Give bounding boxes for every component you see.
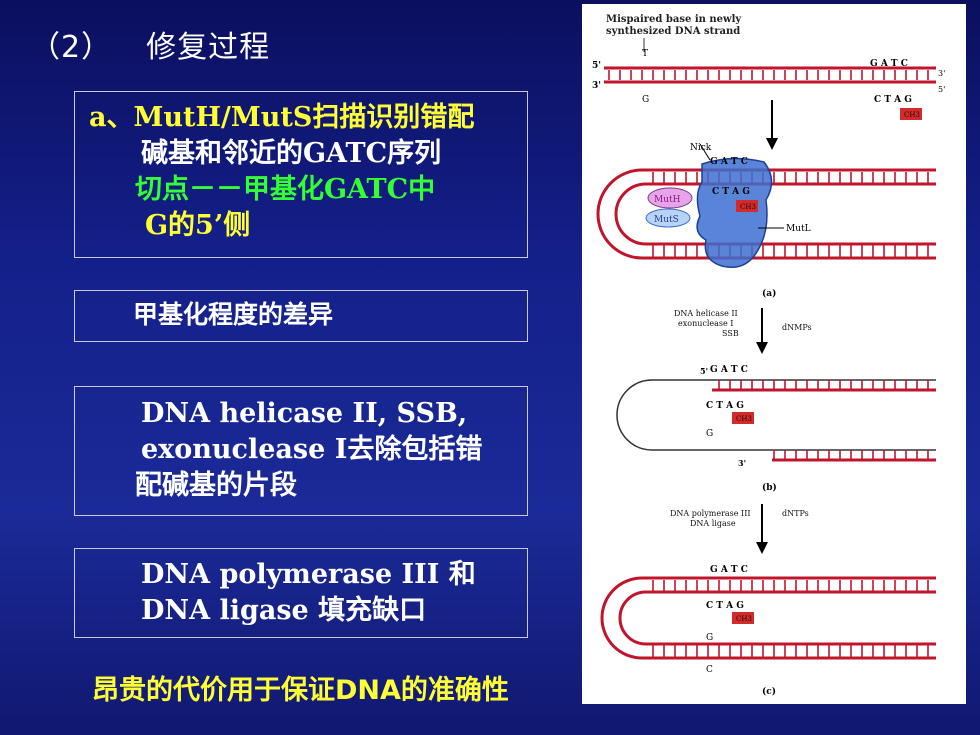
helicase-2: exonuclease I xyxy=(678,319,733,328)
methylation-box: 甲基化程度的差异 xyxy=(74,290,528,342)
ctag-b: C T A G xyxy=(706,401,744,411)
box1-line2: 碱基和邻近的GATC序列 xyxy=(141,138,442,169)
ch3-tag-2 xyxy=(736,200,758,212)
base-pairs xyxy=(606,70,936,80)
fig-header-2: synthesized DNA strand xyxy=(606,26,740,37)
pol-1: DNA polymerase III xyxy=(670,509,751,518)
arrow-1-head xyxy=(766,138,778,150)
ctag-top: C T A G xyxy=(874,95,912,105)
arrow-2-head xyxy=(756,342,768,354)
loop-c-outer xyxy=(600,576,936,660)
box4-line2: DNA ligase 填充缺口 xyxy=(141,595,427,626)
title-text: 修复过程 xyxy=(146,30,271,65)
loop-inner xyxy=(614,182,936,246)
ch3-label-1: CH3 xyxy=(904,111,920,119)
dnmps-label: dNMPs xyxy=(782,323,812,332)
mutH-label: MutH xyxy=(654,195,681,205)
bottom-note: 昂贵的代价用于保证DNA的准确性 xyxy=(92,675,509,706)
panel-c: G A T C C T A G CH3 G C (c) xyxy=(600,565,936,697)
gatc-c: G A T C xyxy=(710,565,748,575)
loop-c-inner xyxy=(618,590,936,646)
pairs-b-bottom xyxy=(772,450,936,460)
base-g-c: G xyxy=(706,633,713,643)
mutH-shape xyxy=(647,187,693,209)
ch3-tag-3 xyxy=(732,412,754,424)
mutH-mutS-box: a、MutH/MutS扫描识别错配 碱基和邻近的GATC序列 切点－－甲基化GA… xyxy=(74,91,528,258)
mutS-label: MutS xyxy=(654,215,679,225)
ch3-tag-4 xyxy=(732,612,754,624)
nick-pointer xyxy=(699,143,711,161)
ch3-tag-1 xyxy=(900,108,922,120)
mutL-complex xyxy=(696,157,773,268)
pol-2: DNA ligase xyxy=(690,519,736,528)
mutS-shape xyxy=(645,208,691,228)
mismatch-repair-figure: Mispaired base in newly synthesized DNA … xyxy=(582,4,966,704)
five-prime-right: 5' xyxy=(938,85,945,94)
three-prime-right: 3' xyxy=(938,69,945,78)
base-g-b: G xyxy=(706,429,713,439)
base-t: T xyxy=(642,49,648,59)
title-number: （2） xyxy=(30,30,113,65)
ch3-label-3: CH3 xyxy=(736,415,752,423)
box3-line2: exonuclease I去除包括错 xyxy=(141,434,483,465)
loop-pairs-top xyxy=(652,172,936,184)
helicase-box: DNA helicase II, SSB, exonuclease I去除包括错… xyxy=(74,386,528,516)
label-b: (b) xyxy=(762,482,777,493)
box1-line1: a、MutH/MutS扫描识别错配 xyxy=(89,102,475,133)
fig-header-1: Mispaired base in newly xyxy=(606,14,742,25)
box1-line4: G的5’侧 xyxy=(145,210,251,241)
repair-diagram: Mispaired base in newly synthesized DNA … xyxy=(592,14,945,697)
box2-text: 甲基化程度的差异 xyxy=(133,300,334,329)
ctag-c: C T A G xyxy=(706,601,744,611)
ch3-label-2: CH3 xyxy=(740,203,756,211)
mutL-label: MutL xyxy=(786,224,811,234)
nick-label: Nick xyxy=(690,143,712,153)
polymerase-box: DNA polymerase III 和 DNA ligase 填充缺口 xyxy=(74,548,528,638)
label-a: (a) xyxy=(762,288,776,299)
helicase-3: SSB xyxy=(722,329,739,338)
loop-b-outer xyxy=(616,379,936,451)
box3-line1: DNA helicase II, SSB, xyxy=(141,398,468,429)
three-prime-b: 3' xyxy=(738,458,746,468)
box4-line1: DNA polymerase III 和 xyxy=(141,559,476,590)
pairs-c-bottom xyxy=(652,645,936,657)
three-prime-top: 3' xyxy=(592,81,601,91)
pairs-c-top xyxy=(652,580,936,592)
slide-title: （2） 修复过程 xyxy=(30,22,270,66)
gatc-top: G A T C xyxy=(870,59,908,69)
helicase-1: DNA helicase II xyxy=(674,309,738,318)
arrow-3-head xyxy=(756,542,768,554)
pairs-b-top xyxy=(712,380,936,390)
five-prime-top: 5' xyxy=(592,61,601,71)
five-prime-b: 5' xyxy=(700,366,708,376)
loop-pairs-bottom xyxy=(652,245,936,257)
loop-outer xyxy=(596,168,936,260)
ctag-a: C T A G xyxy=(712,187,750,197)
base-c-c: C xyxy=(706,665,713,675)
ch3-label-4: CH3 xyxy=(736,615,752,623)
panel-a: Nick MutH MutS G A T C C T A G CH3 MutL … xyxy=(596,143,936,299)
panel-initial: 5' 3' T G G A T C C T A G 3' 5' CH3 xyxy=(592,49,945,120)
dntps-label: dNTPs xyxy=(782,509,809,518)
gatc-b: G A T C xyxy=(710,365,748,375)
gatc-a: G A T C xyxy=(710,157,748,167)
box3-line3: 配碱基的片段 xyxy=(135,470,297,501)
box1-line3: 切点－－甲基化GATC中 xyxy=(135,174,436,205)
base-g: G xyxy=(642,95,649,105)
panel-b: 5' G A T C C T A G CH3 G 3' (b) xyxy=(616,365,936,493)
label-c: (c) xyxy=(762,686,776,697)
